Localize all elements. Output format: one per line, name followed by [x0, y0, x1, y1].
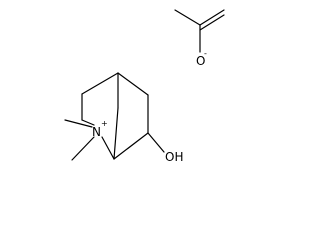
bicyclic-cation: OH N + — [64, 72, 183, 164]
carboxylate-oxygen-label: O — [196, 54, 205, 68]
nitrogen-charge-label: + — [101, 119, 108, 128]
bond-lower-to-n — [101, 136, 115, 160]
chemical-structure: O - OH N + — [64, 9, 225, 164]
nitrogen-label: N — [92, 125, 101, 139]
bond-methyl-carboxyl — [174, 9, 201, 26]
carboxylate-charge-label: - — [204, 49, 207, 58]
hydroxyl-label: OH — [165, 150, 183, 164]
bond-lower-right — [113, 132, 149, 160]
bond-upper-right — [117, 72, 149, 96]
bond-left-to-n — [81, 119, 95, 126]
bond-n-methyl-2 — [71, 136, 95, 161]
bond-upper-left — [81, 72, 119, 95]
acetate-ion: O - — [174, 9, 225, 68]
bond-bridge-lower — [113, 107, 119, 160]
bond-c-oh — [147, 132, 165, 153]
bond-carbonyl-1 — [199, 9, 225, 26]
bond-n-methyl-1 — [64, 119, 93, 128]
structure-canvas: O - OH N + — [64, 9, 225, 164]
bond-carbonyl-2 — [199, 14, 225, 31]
